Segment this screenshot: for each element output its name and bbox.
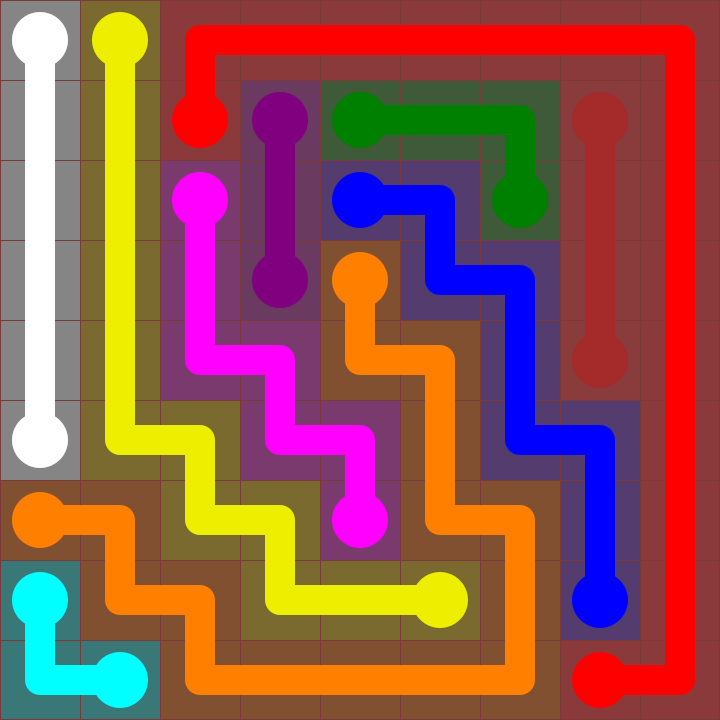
endpoint-layer (12, 12, 628, 708)
endpoint-white-2[interactable] (12, 412, 68, 468)
endpoint-green-2[interactable] (492, 172, 548, 228)
pipe-magenta[interactable] (185, 185, 375, 535)
endpoint-purple-1[interactable] (252, 92, 308, 148)
endpoint-yellow-1[interactable] (92, 12, 148, 68)
pipe-green[interactable] (345, 105, 535, 215)
endpoint-magenta-2[interactable] (332, 492, 388, 548)
pipe-yellow[interactable] (105, 25, 455, 615)
endpoint-red-1[interactable] (172, 92, 228, 148)
endpoint-orange-2[interactable] (12, 492, 68, 548)
pipe-red[interactable] (185, 25, 695, 695)
endpoint-yellow-2[interactable] (412, 572, 468, 628)
endpoint-blue-1[interactable] (332, 172, 388, 228)
endpoint-orange-1[interactable] (332, 252, 388, 308)
endpoint-red-2[interactable] (572, 652, 628, 708)
endpoint-maroon-1[interactable] (572, 92, 628, 148)
pipe-orange[interactable] (25, 265, 535, 695)
endpoint-maroon-2[interactable] (572, 332, 628, 388)
endpoint-cyan-1[interactable] (12, 572, 68, 628)
endpoint-magenta-1[interactable] (172, 172, 228, 228)
pipe-blue[interactable] (345, 185, 615, 615)
endpoint-white-1[interactable] (12, 12, 68, 68)
endpoint-green-1[interactable] (332, 92, 388, 148)
endpoint-cyan-2[interactable] (92, 652, 148, 708)
endpoint-blue-2[interactable] (572, 572, 628, 628)
endpoint-purple-2[interactable] (252, 252, 308, 308)
